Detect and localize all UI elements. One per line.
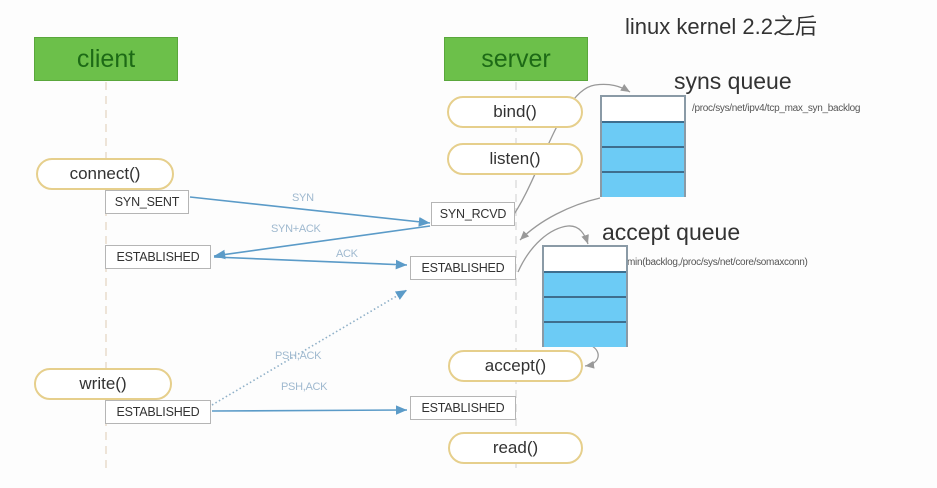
syn-arrow (189, 196, 431, 227)
accept-call: accept() (448, 350, 583, 382)
listen-call: listen() (447, 143, 583, 175)
server-header: server (444, 37, 588, 81)
accept-queue-slot (544, 296, 626, 323)
ack-arrow (213, 256, 408, 270)
syns-queue (600, 95, 686, 197)
syn-ack-arrow (213, 225, 431, 260)
bind-call: bind() (447, 96, 583, 128)
connect-call: connect() (36, 158, 174, 190)
psh-ack-arrow (211, 405, 408, 415)
accept-queue-note: min(backlog,/proc/sys/net/core/somaxconn… (627, 257, 808, 268)
syns-queue-note: /proc/sys/net/ipv4/tcp_max_syn_backlog (692, 103, 861, 114)
accept-queue-slot (544, 321, 626, 347)
accept-queue-to-accept-curve (584, 345, 599, 369)
server-state-syn-rcvd: SYN_RCVD (431, 202, 515, 226)
syns-queue-to-established-curve (519, 197, 601, 241)
syns-queue-slot (602, 171, 684, 197)
client-state-syn-sent: SYN_SENT (105, 190, 189, 214)
accept-queue-slot-empty (544, 247, 626, 271)
psh-ack-dotted-label: PSH,ACK (275, 350, 322, 362)
syn-rcvd-to-syns-queue-curve (509, 83, 631, 221)
ack-label: ACK (336, 248, 358, 260)
syns-queue-slot (602, 146, 684, 173)
client-header: client (34, 37, 178, 81)
psh-ack-dotted-arrow (211, 289, 408, 406)
syn-ack-label: SYN+ACK (271, 223, 321, 235)
server-state-established-2: ESTABLISHED (410, 396, 516, 420)
established-to-accept-queue-curve (517, 225, 589, 273)
read-call: read() (448, 432, 583, 464)
accept-queue-slot (544, 271, 626, 298)
write-call: write() (34, 368, 172, 400)
psh-ack-label: PSH,ACK (281, 381, 328, 393)
syns-queue-slot-empty (602, 97, 684, 121)
syns-queue-slot (602, 121, 684, 148)
diagram-title: linux kernel 2.2之后 (625, 14, 817, 39)
accept-queue (542, 245, 628, 347)
accept-queue-title: accept queue (602, 219, 741, 245)
syns-queue-title: syns queue (674, 68, 792, 94)
client-state-established-2: ESTABLISHED (105, 400, 211, 424)
server-state-established: ESTABLISHED (410, 256, 516, 280)
syn-label: SYN (292, 192, 314, 204)
client-state-established: ESTABLISHED (105, 245, 211, 269)
